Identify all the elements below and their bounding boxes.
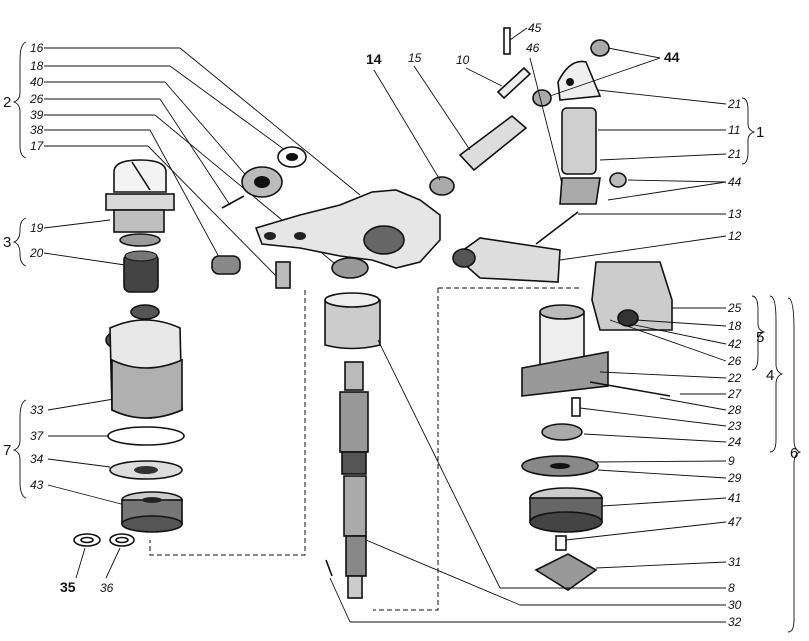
brace-1: [741, 97, 756, 165]
group-3-callouts: 19 20 3: [3, 217, 126, 267]
right-bottom-parts: [521, 261, 673, 591]
label-35: 35: [60, 579, 76, 595]
label-22: 22: [727, 371, 742, 385]
label-41: 41: [728, 491, 741, 505]
label-26-b: 26: [727, 354, 742, 368]
group-label-4: 4: [766, 367, 774, 384]
brace-3: [12, 217, 27, 267]
label-15: 15: [408, 51, 422, 65]
label-28: 28: [727, 403, 742, 417]
right-callouts: 14 15 10 45 46 44 21 11 21 1 44 13 12 25…: [329, 21, 802, 633]
label-27: 27: [727, 387, 743, 401]
label-26: 26: [29, 92, 44, 106]
label-40: 40: [30, 75, 44, 89]
label-39: 39: [30, 108, 44, 122]
group-label-1: 1: [756, 124, 764, 141]
label-21: 21: [727, 97, 741, 111]
left-column-parts: [105, 146, 307, 533]
label-33: 33: [30, 403, 44, 417]
label-18-b: 18: [728, 319, 742, 333]
label-29: 29: [727, 471, 742, 485]
brace-7: [12, 399, 27, 499]
label-16: 16: [30, 41, 44, 55]
label-45: 45: [528, 21, 542, 35]
label-43: 43: [30, 478, 44, 492]
label-25: 25: [727, 301, 742, 315]
label-20: 20: [29, 246, 44, 260]
label-32: 32: [728, 615, 742, 629]
label-14: 14: [366, 51, 382, 67]
label-36: 36: [100, 581, 114, 595]
group-label-5: 5: [756, 329, 764, 346]
group-label-3: 3: [3, 234, 11, 251]
label-44-b: 44: [728, 175, 742, 189]
label-17: 17: [30, 139, 45, 153]
brace-2: [12, 41, 27, 159]
label-11: 11: [728, 123, 740, 137]
label-42: 42: [728, 337, 742, 351]
label-8: 8: [728, 581, 735, 595]
label-24: 24: [727, 435, 742, 449]
label-23: 23: [727, 419, 742, 433]
label-47: 47: [728, 515, 743, 529]
label-44: 44: [664, 49, 680, 65]
brace-4: [769, 295, 784, 453]
label-34: 34: [30, 452, 44, 466]
label-9: 9: [728, 454, 735, 468]
right-top-parts: [452, 39, 627, 283]
group-label-2: 2: [3, 94, 11, 111]
label-30: 30: [728, 598, 742, 612]
brace-5: [751, 295, 766, 371]
group-label-7: 7: [3, 442, 11, 459]
label-31: 31: [728, 555, 741, 569]
central-parts: [149, 27, 580, 611]
group-7-callouts: 33 37 34 43 7: [3, 397, 126, 506]
washers-35-36: 35 36: [60, 533, 135, 595]
label-46: 46: [526, 41, 540, 55]
label-12: 12: [728, 229, 742, 243]
label-21-b: 21: [727, 147, 741, 161]
label-19: 19: [30, 221, 44, 235]
label-18: 18: [30, 59, 44, 73]
brace-6: [787, 297, 802, 633]
label-13: 13: [728, 207, 742, 221]
group-label-6: 6: [790, 445, 798, 462]
label-10: 10: [456, 53, 470, 67]
label-37: 37: [30, 429, 45, 443]
label-38: 38: [30, 123, 44, 137]
